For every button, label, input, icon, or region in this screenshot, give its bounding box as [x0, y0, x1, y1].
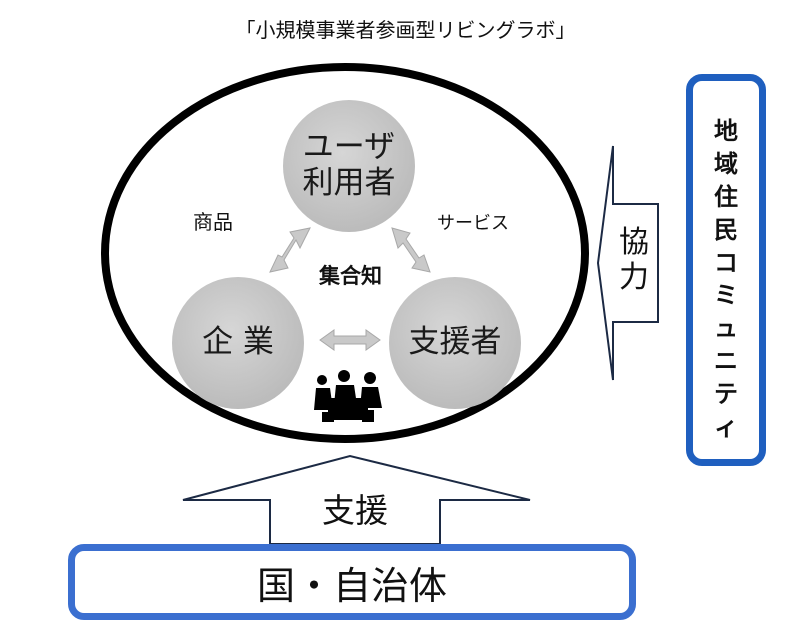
arrow-company-supporter: [319, 329, 381, 351]
cooperation-arrow: [596, 145, 659, 381]
user-label: ユーザ 利用者: [283, 120, 415, 212]
community-box: 地 域 住 民 コ ミ ュ ニ テ ィ: [686, 74, 766, 466]
products-label: 商品: [193, 210, 233, 234]
arrow-user-company: [269, 227, 311, 273]
community-char: ニ: [714, 347, 738, 376]
collective-knowledge-label: 集合知: [319, 264, 382, 288]
cooperation-char-2: 力: [619, 259, 649, 295]
company-label: 企 業: [202, 324, 274, 361]
community-char: ュ: [714, 314, 738, 343]
cooperation-label: 協 力: [611, 225, 657, 295]
support-label: 支援: [322, 491, 388, 530]
community-char: 域: [714, 149, 738, 178]
community-char: コ: [714, 248, 738, 277]
community-char: テ: [714, 380, 738, 408]
user-label-line1: ユーザ: [302, 129, 396, 166]
community-char: 地: [714, 117, 738, 145]
services-label: サービス: [437, 213, 509, 234]
community-char: ミ: [714, 281, 738, 310]
company-circle: [172, 277, 304, 409]
user-circle: [283, 100, 415, 232]
supporter-circle: [389, 277, 521, 409]
people-group-icon: [314, 370, 382, 422]
community-label: 地 域 住 民 コ ミ ュ ニ テ ィ: [693, 115, 759, 444]
diagram-title: 「小規模事業者参画型リビングラボ」: [235, 18, 576, 42]
arrow-user-supporter: [391, 227, 431, 273]
supporter-label: 支援者: [408, 324, 502, 361]
community-char: 住: [714, 182, 738, 211]
government-label: 国・自治体: [256, 563, 447, 608]
government-box: 国・自治体: [68, 544, 636, 620]
cooperation-char-1: 協: [619, 225, 649, 260]
support-arrow: [182, 454, 531, 545]
user-label-line2: 利用者: [302, 165, 396, 201]
community-char: ィ: [714, 412, 738, 441]
community-char: 民: [714, 215, 738, 244]
